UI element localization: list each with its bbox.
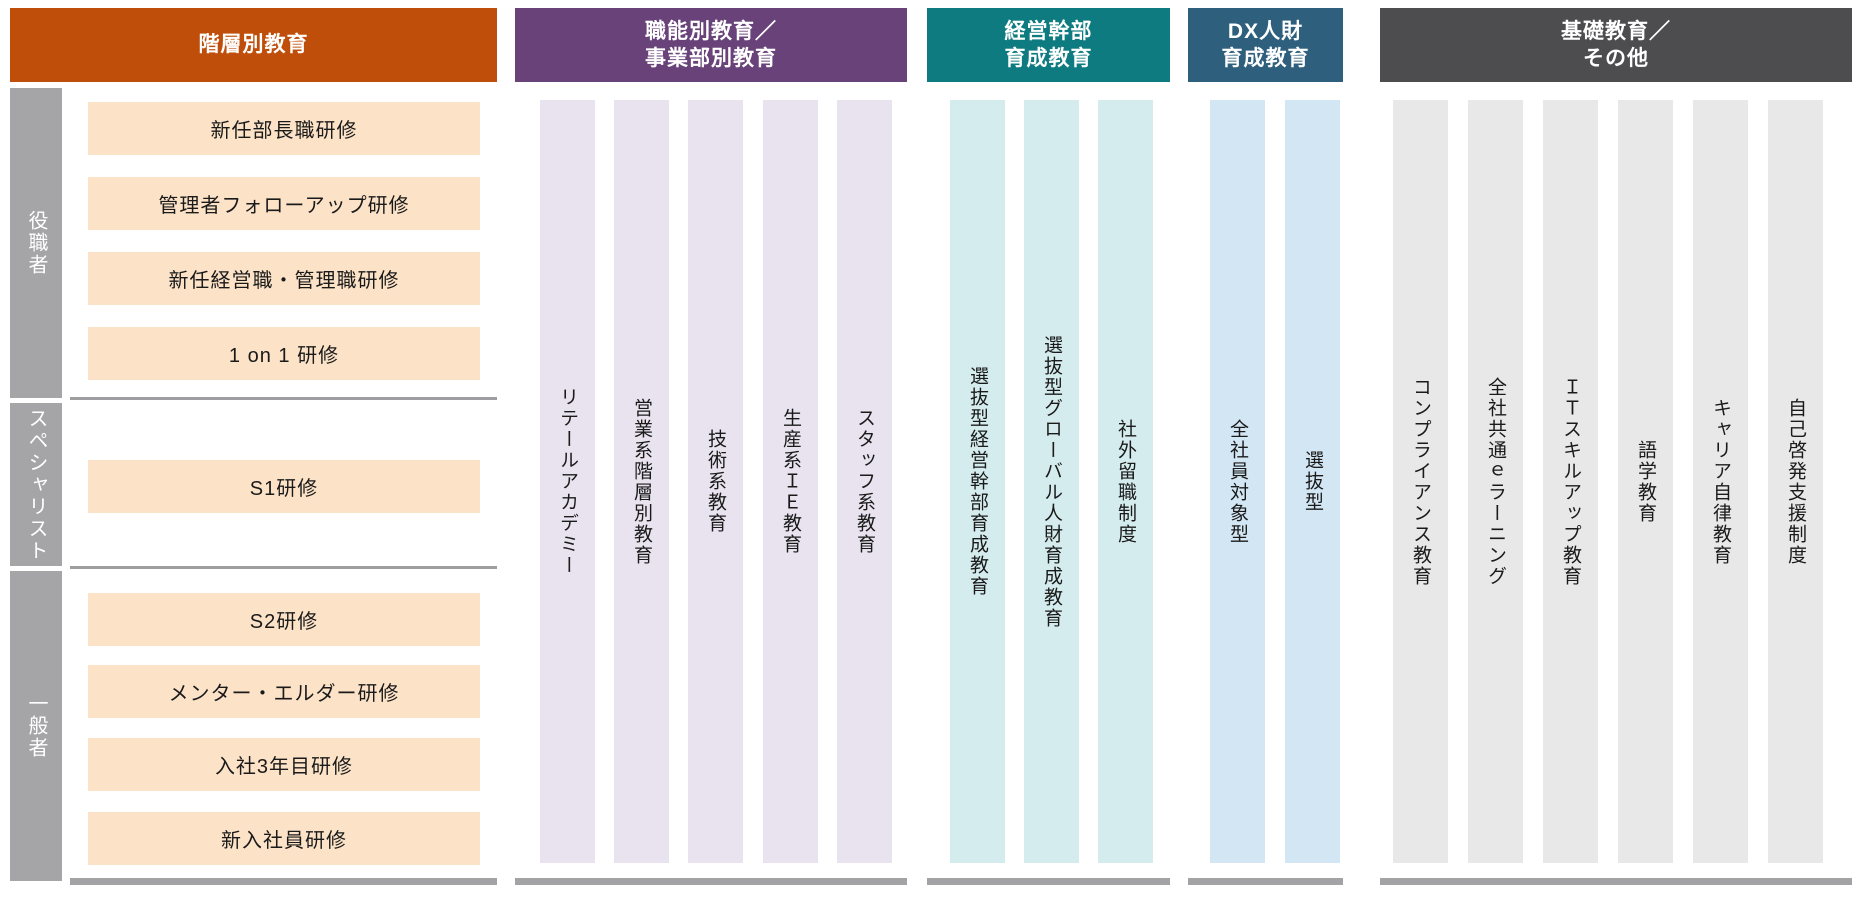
role-group-block-managers: 役職者 bbox=[10, 88, 62, 398]
training-item-bar: S2研修 bbox=[88, 593, 480, 646]
section-header-executive: 経営幹部 育成教育 bbox=[927, 8, 1170, 82]
role-group-block-specialist: スペシャリスト bbox=[10, 403, 62, 566]
category-label: リテールアカデミー bbox=[557, 387, 578, 576]
section-title-line: 基礎教育／ bbox=[1561, 19, 1671, 43]
section-title: 階層別教育 bbox=[198, 33, 309, 57]
category-label: キャリア自律教育 bbox=[1710, 397, 1731, 566]
category-label: 生産系ＩＥ教育 bbox=[780, 408, 801, 555]
section-title-line: 事業部別教育 bbox=[645, 47, 777, 70]
section-header-basic: 基礎教育／ その他 bbox=[1380, 8, 1852, 82]
section-baseline bbox=[1188, 878, 1343, 885]
training-category-column: 生産系ＩＥ教育 bbox=[763, 100, 818, 863]
training-category-column: キャリア自律教育 bbox=[1693, 100, 1748, 863]
training-category-column: 全社員対象型 bbox=[1210, 100, 1265, 863]
training-category-column: スタッフ系教育 bbox=[837, 100, 892, 863]
category-label: 選抜型経営幹部育成教育 bbox=[967, 366, 988, 597]
training-item-bar: メンター・エルダー研修 bbox=[88, 665, 480, 718]
section-title-line: 育成教育 bbox=[1004, 47, 1093, 70]
role-group-divider bbox=[70, 566, 497, 569]
section-header-functional: 職能別教育／ 事業部別教育 bbox=[515, 8, 907, 82]
training-category-column: 技術系教育 bbox=[688, 100, 743, 863]
category-label: 語学教育 bbox=[1635, 439, 1656, 524]
category-label: 選抜型 bbox=[1302, 450, 1323, 513]
section-baseline bbox=[70, 878, 497, 885]
category-label: 全社共通ｅラーニング bbox=[1485, 376, 1506, 587]
section-header-dx: DX人財 育成教育 bbox=[1188, 8, 1343, 82]
training-item-bar: 新入社員研修 bbox=[88, 812, 480, 865]
training-category-column: 選抜型経営幹部育成教育 bbox=[950, 100, 1005, 863]
section-baseline bbox=[515, 878, 907, 885]
category-label: 営業系階層別教育 bbox=[631, 397, 652, 566]
training-category-column: 営業系階層別教育 bbox=[614, 100, 669, 863]
section-title-line: DX人財 bbox=[1227, 19, 1304, 43]
training-category-column: リテールアカデミー bbox=[540, 100, 595, 863]
section-title-line: 職能別教育／ bbox=[645, 19, 777, 43]
training-item-bar: 新任部長職研修 bbox=[88, 102, 480, 155]
role-group-block-general: 一般者 bbox=[10, 571, 62, 881]
role-group-label: スペシャリスト bbox=[25, 407, 47, 562]
training-item-bar: 1 on 1 研修 bbox=[88, 327, 480, 380]
role-group-divider bbox=[70, 397, 497, 400]
section-title-line: 経営幹部 bbox=[1004, 19, 1093, 43]
section-title-line: その他 bbox=[1583, 47, 1649, 70]
training-category-column: ＩＴスキルアップ教育 bbox=[1543, 100, 1598, 863]
category-label: 選抜型グローバル人財育成教育 bbox=[1041, 334, 1062, 629]
training-category-column: コンプライアンス教育 bbox=[1393, 100, 1448, 863]
category-label: 社外留職制度 bbox=[1115, 418, 1136, 545]
training-item-bar: 入社3年目研修 bbox=[88, 738, 480, 791]
category-label: 技術系教育 bbox=[705, 429, 726, 534]
category-label: 自己啓発支援制度 bbox=[1785, 397, 1806, 566]
role-group-label: 一般者 bbox=[25, 693, 47, 759]
section-baseline bbox=[927, 878, 1170, 885]
training-category-column: 社外留職制度 bbox=[1098, 100, 1153, 863]
category-label: コンプライアンス教育 bbox=[1410, 376, 1431, 587]
training-category-column: 語学教育 bbox=[1618, 100, 1673, 863]
training-item-bar: 管理者フォローアップ研修 bbox=[88, 177, 480, 230]
training-item-bar: S1研修 bbox=[88, 460, 480, 513]
training-category-column: 選抜型グローバル人財育成教育 bbox=[1024, 100, 1079, 863]
training-item-bar: 新任経営職・管理職研修 bbox=[88, 252, 480, 305]
category-label: スタッフ系教育 bbox=[854, 408, 875, 555]
role-group-label: 役職者 bbox=[25, 210, 47, 276]
training-category-column: 選抜型 bbox=[1285, 100, 1340, 863]
section-baseline bbox=[1380, 878, 1852, 885]
section-header-hierarchical: 階層別教育 bbox=[10, 8, 497, 82]
category-label: 全社員対象型 bbox=[1227, 418, 1248, 545]
training-category-column: 自己啓発支援制度 bbox=[1768, 100, 1823, 863]
section-title-line: 育成教育 bbox=[1221, 47, 1310, 70]
training-category-column: 全社共通ｅラーニング bbox=[1468, 100, 1523, 863]
category-label: ＩＴスキルアップ教育 bbox=[1560, 376, 1581, 587]
